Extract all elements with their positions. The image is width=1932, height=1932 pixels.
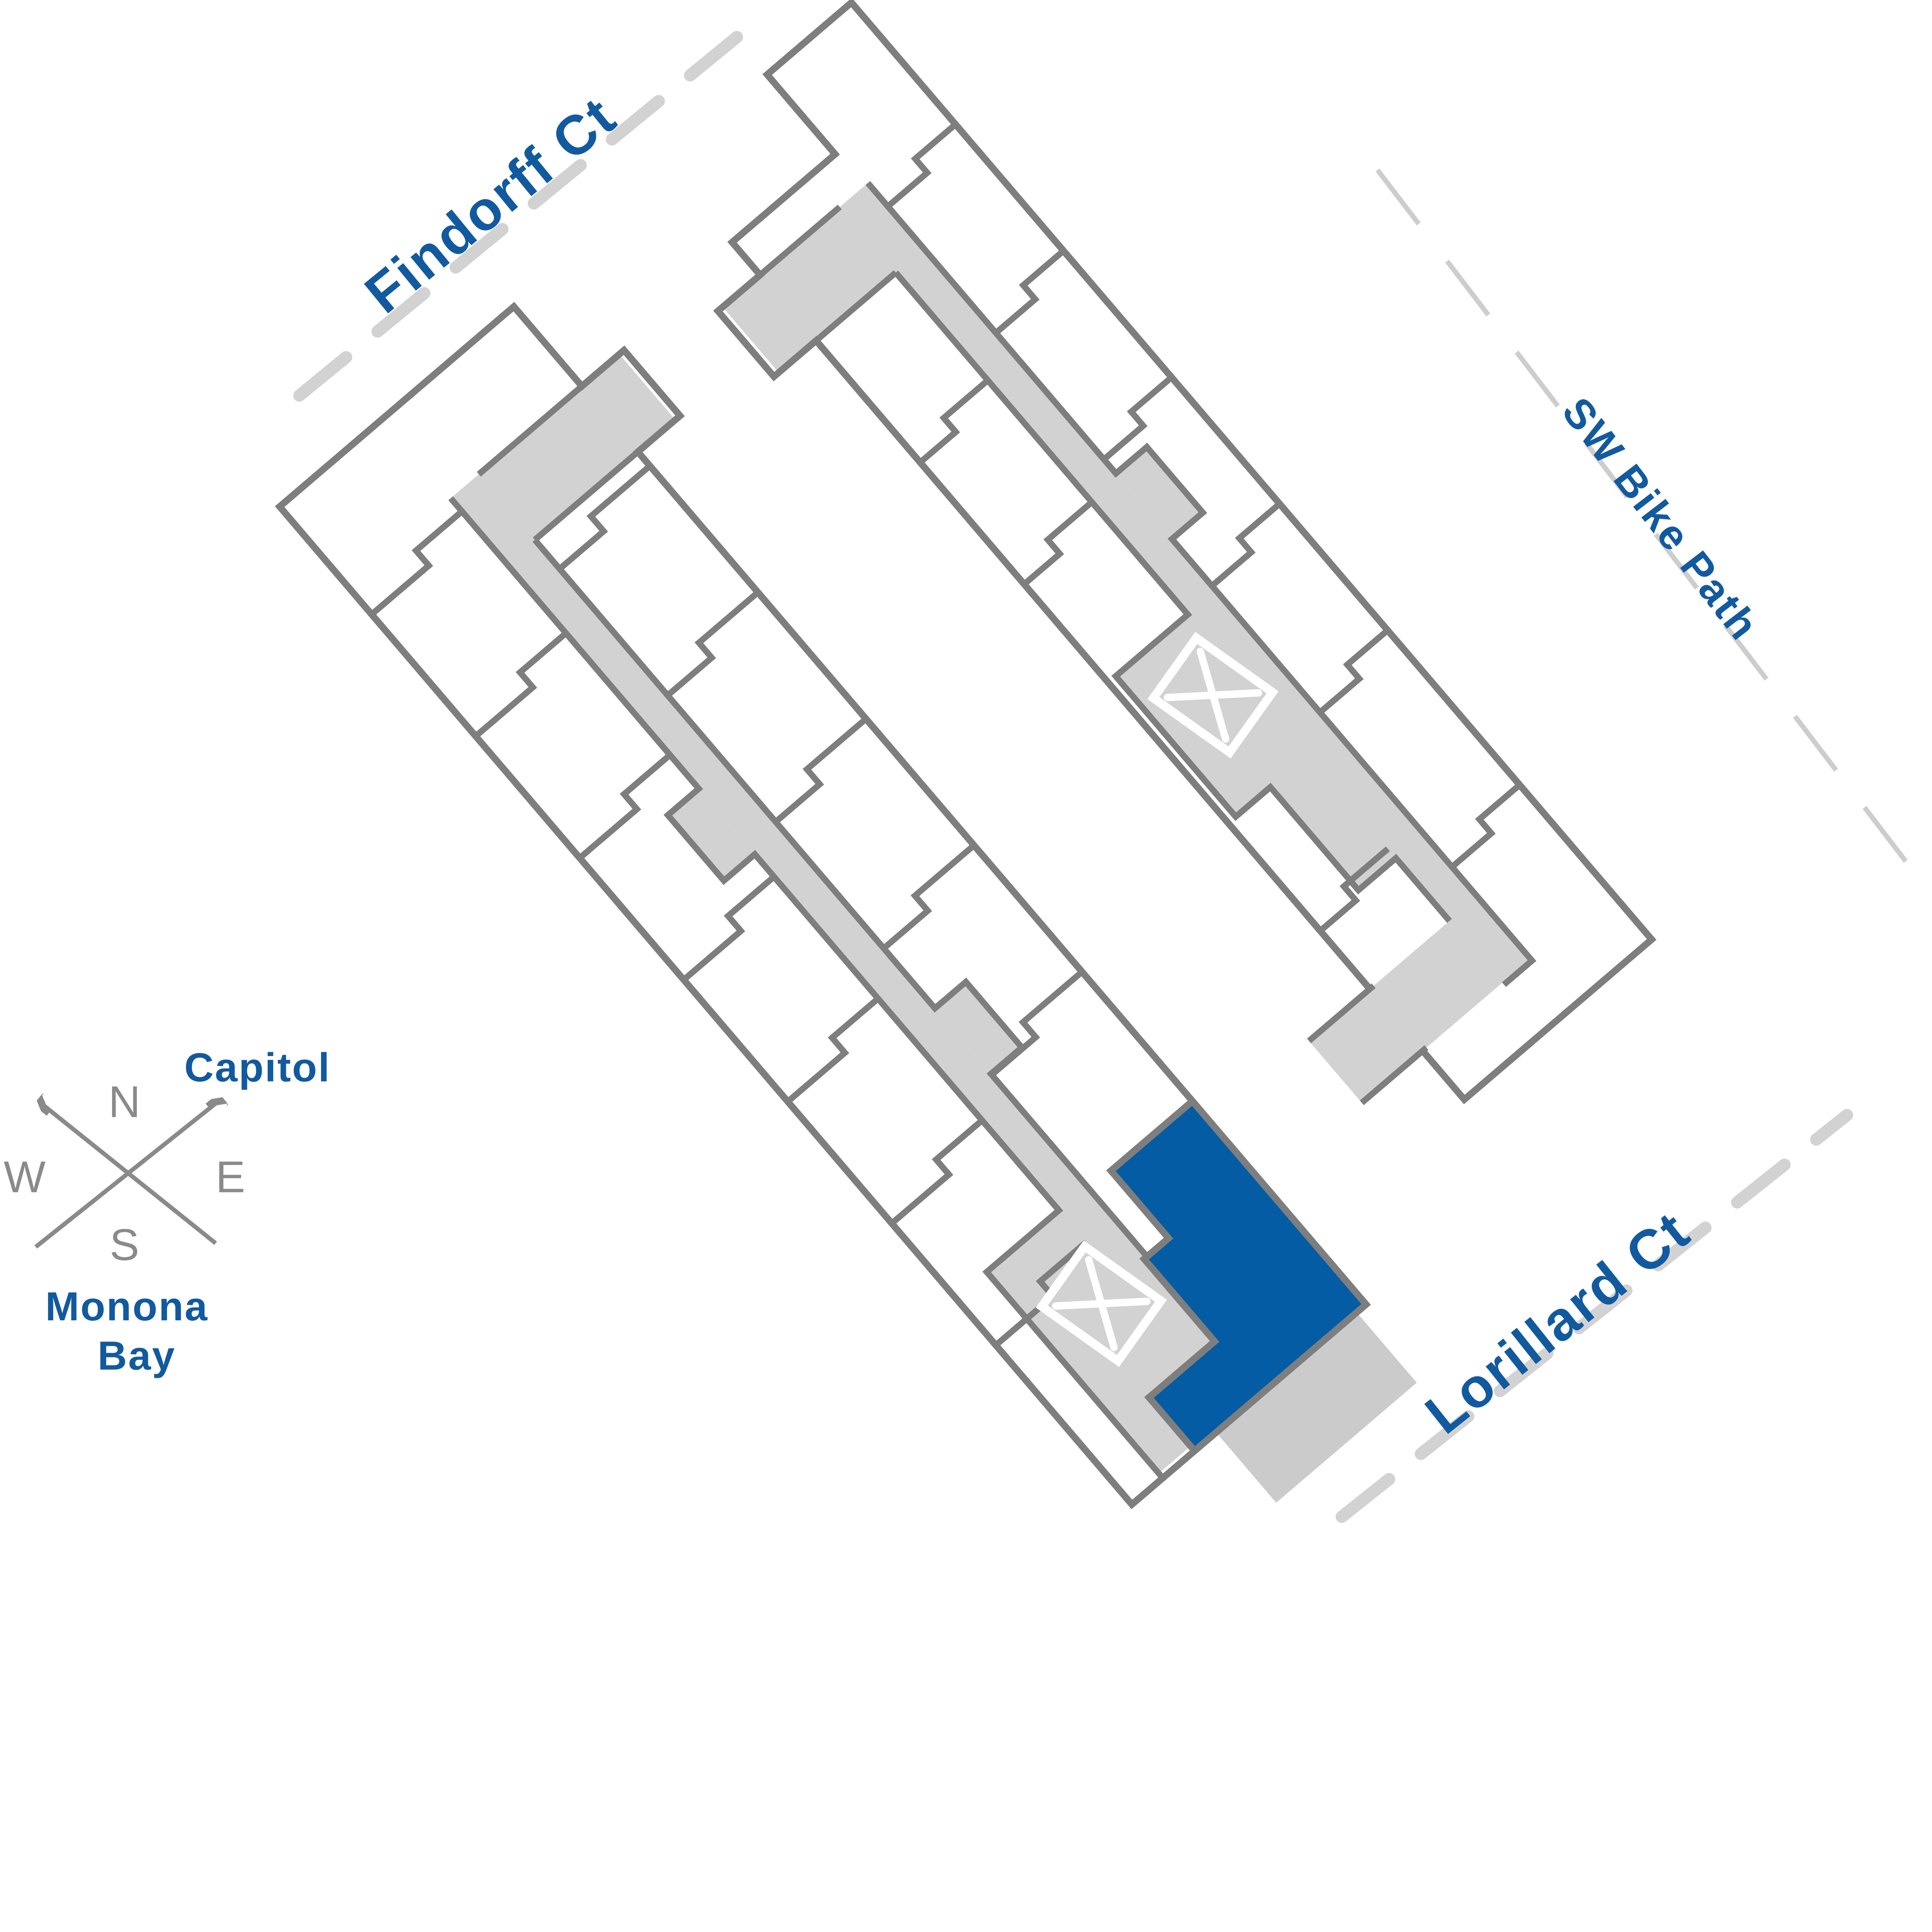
building-west [275,302,1417,1509]
unit-divider [369,509,464,617]
monona-bay-label-line1: Monona [45,1284,208,1329]
unit-divider [473,631,568,739]
unit-divider [886,122,957,209]
street-findorff: Findorff Ct [293,15,763,402]
unit-divider [994,248,1066,335]
corridor-edge-ne [865,181,1537,987]
east-corridor-main [840,183,1532,985]
findorff-label: Findorff Ct [354,85,628,325]
east-corridor-bump [1116,447,1203,539]
east-elevator-marker [1147,632,1279,759]
compass-rose: N W E S [4,1077,245,1270]
lorillard-label: Lorillard Ct [1414,1199,1701,1446]
corridor-edge-ne [532,537,1150,1259]
unit-divider [918,378,990,465]
east-exit-spur-wall [1307,983,1429,1105]
east-corridor [723,183,1532,985]
unit-divider [1022,500,1094,587]
compass-w: W [4,1152,46,1202]
findorff-dashed-line [293,15,763,402]
vestibule-wall [532,449,640,543]
east-exit-spur-fill [1309,921,1502,1103]
unit-divider [774,716,868,824]
street-sw-bike-path: SW Bike Path [1375,168,1915,872]
compass-n: N [109,1077,141,1127]
unit-divider [682,874,776,982]
west-corridor-main [451,474,1115,1243]
east-unit-walls [758,122,1537,987]
unit-divider [558,463,652,571]
elevator-x-icon [1163,648,1262,743]
building-east [713,0,1656,1105]
east-building-outline [713,0,1656,1104]
bike-path-dashed-line [1375,168,1915,872]
corridor-edge-sw [448,496,1165,1480]
unit-divider [665,590,760,698]
site-plan-figure: Findorff Ct SW Bike Path Lorillard Ct [4,0,1915,1523]
west-corridor-bump-1 [668,789,755,881]
landmark-labels: Capitol Monona Bay [45,1045,331,1378]
vestibule-wall [477,384,584,477]
compass-e: E [216,1152,245,1202]
unit-divider [1450,782,1522,869]
compass-arrow-nw [42,1104,217,1245]
compass-s: S [110,1220,139,1270]
unit-divider [881,843,976,951]
vestibule-wall [814,270,898,343]
unit-divider [1318,846,1390,934]
unit-divider [786,996,880,1104]
east-exit-spur [1307,921,1502,1105]
monona-bay-label-line2: Bay [98,1333,176,1378]
unit-divider [578,752,672,861]
unit-divider [1318,628,1390,715]
west-corridor-bump-2 [935,982,1022,1074]
west-patio [1216,1312,1417,1503]
unit-divider [889,1118,984,1226]
capitol-label: Capitol [184,1045,331,1090]
west-unit-walls [369,384,1165,1480]
west-elevator-marker [1036,1240,1167,1367]
vestibule-wall [758,204,842,277]
corridor-edge-sw [893,270,1452,923]
elevator-x-icon [1052,1256,1151,1351]
unit-divider [994,1240,1088,1348]
unit-divider [1210,501,1282,588]
street-lorillard: Lorillard Ct [1335,1109,1853,1523]
unit-divider [1102,375,1174,462]
west-building-outline [275,302,1371,1509]
east-entry-vestibule [723,207,896,373]
bike-path-label: SW Bike Path [1553,389,1768,649]
lorillard-dashed-line [1335,1109,1853,1523]
